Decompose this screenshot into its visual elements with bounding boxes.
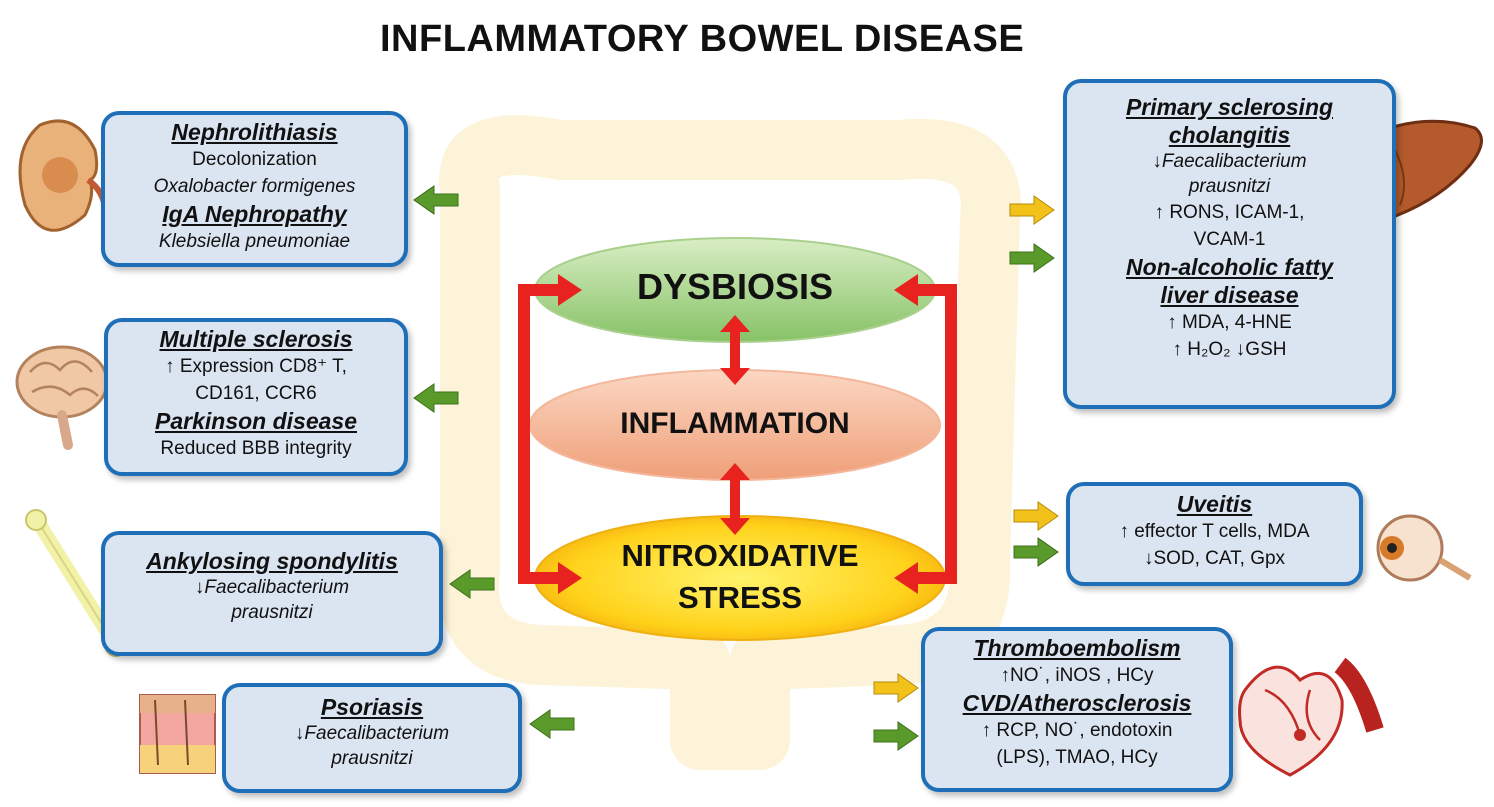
green-arrow-to-eye: [1013, 537, 1059, 567]
no-inos-hcy-text: ↑NO˙, iNOS , HCy: [1000, 665, 1154, 686]
green-arrow-to-brain: [413, 383, 459, 413]
mda-hne-text: ↑ MDA, 4-HNE: [1167, 312, 1292, 333]
faecalibacterium-text: ↓Faecalibacterium: [1152, 151, 1307, 172]
multiple-sclerosis-box: Multiple sclerosis ↑ Expression CD8⁺ T, …: [104, 318, 408, 476]
diagram-title: INFLAMMATORY BOWEL DISEASE: [380, 18, 1025, 60]
cvd-atherosclerosis-heading: CVD/Atherosclerosis: [962, 690, 1192, 716]
nafld-heading-line1: Non-alcoholic fatty: [1125, 254, 1333, 280]
inflammation-label: INFLAMMATION: [620, 407, 850, 440]
oxalobacter-text: Oxalobacter formigenes: [153, 176, 356, 197]
stress-label-line2: STRESS: [677, 580, 803, 615]
sod-cat-gpx-text: ↓SOD, CAT, Gpx: [1143, 548, 1286, 569]
psoriasis-heading: Psoriasis: [320, 694, 424, 720]
intestine-background-illustration: [438, 115, 1021, 770]
lps-tmao-hcy-text: (LPS), TMAO, HCy: [996, 747, 1158, 768]
right-bracket-arrow: [894, 274, 957, 594]
yellow-arrow-to-liver: [1009, 195, 1055, 225]
thromboembolism-box: Thromboembolism ↑NO˙, iNOS , HCy CVD/Ath…: [921, 627, 1233, 792]
faecalibacterium-text: ↓Faecalibacterium: [294, 723, 450, 744]
kidney-icon: [18, 119, 109, 232]
brain-icon: [15, 345, 109, 450]
iga-nephropathy-heading: IgA Nephropathy: [162, 201, 347, 227]
cd161-ccr6-text: CD161, CCR6: [195, 383, 317, 404]
primary-sclerosing-heading: Primary sclerosing: [1125, 94, 1334, 120]
uveitis-heading: Uveitis: [1176, 491, 1253, 517]
nafld-heading-line2: liver disease: [1160, 282, 1299, 308]
expression-cd8-text: ↑ Expression CD8⁺ T,: [165, 356, 347, 377]
uveitis-box: Uveitis ↑ effector T cells, MDA ↓SOD, CA…: [1066, 482, 1363, 586]
klebsiella-text: Klebsiella pneumoniae: [158, 231, 351, 252]
thromboembolism-heading: Thromboembolism: [973, 635, 1181, 661]
skin-layers-icon: [139, 694, 216, 774]
green-arrow-to-bone: [449, 569, 495, 599]
nephrolithiasis-heading: Nephrolithiasis: [171, 119, 338, 145]
dysbiosis-label: DYSBIOSIS: [636, 266, 834, 307]
bbb-integrity-text: Reduced BBB integrity: [160, 438, 352, 459]
faecalibacterium-text: ↓Faecalibacterium: [194, 577, 350, 598]
vcam-text: VCAM-1: [1193, 229, 1266, 250]
prausnitzi-text: prausnitzi: [1188, 176, 1271, 197]
yellow-arrow-to-heart: [873, 673, 919, 703]
h2o2-gsh-text: ↑ H₂O₂ ↓GSH: [1172, 339, 1287, 360]
liver-box: Primary sclerosing cholangitis ↓Faecalib…: [1063, 79, 1396, 409]
green-arrow-to-liver: [1009, 243, 1055, 273]
green-arrow-to-kidney: [413, 185, 459, 215]
cholangitis-heading: cholangitis: [1168, 122, 1291, 148]
decolonization-text: Decolonization: [192, 149, 317, 170]
artery-icon: [1334, 657, 1384, 733]
green-arrow-to-heart: [873, 721, 919, 751]
psoriasis-box: Psoriasis ↓Faecalibacterium prausnitzi: [222, 683, 522, 793]
prausnitzi-text: prausnitzi: [331, 748, 413, 769]
ankylosing-spondylitis-box: Ankylosing spondylitis ↓Faecalibacterium…: [101, 531, 443, 656]
stress-ellipse: [534, 515, 946, 641]
left-bracket-arrow: [518, 274, 582, 594]
green-arrow-to-skin: [529, 709, 575, 739]
rcp-no-endotoxin-text: ↑ RCP, NO˙, endotoxin: [981, 720, 1173, 741]
effector-t-cells-text: ↑ effector T cells, MDA: [1119, 521, 1310, 542]
multiple-sclerosis-heading: Multiple sclerosis: [159, 326, 353, 352]
heart-icon: [1238, 665, 1344, 777]
nephrolithiasis-box: Nephrolithiasis Decolonization Oxalobact…: [101, 111, 408, 267]
eye-icon: [1376, 514, 1472, 582]
double-arrow-inflammation-stress: [720, 463, 750, 535]
double-arrow-dysbiosis-inflammation: [720, 315, 750, 385]
rons-icam-text: ↑ RONS, ICAM-1,: [1154, 202, 1305, 223]
stress-label-line1: NITROXIDATIVE: [621, 538, 859, 573]
ankylosing-spondylitis-heading: Ankylosing spondylitis: [146, 548, 398, 574]
prausnitzi-text: prausnitzi: [231, 602, 313, 623]
yellow-arrow-to-eye: [1013, 501, 1059, 531]
parkinson-heading: Parkinson disease: [155, 408, 357, 434]
